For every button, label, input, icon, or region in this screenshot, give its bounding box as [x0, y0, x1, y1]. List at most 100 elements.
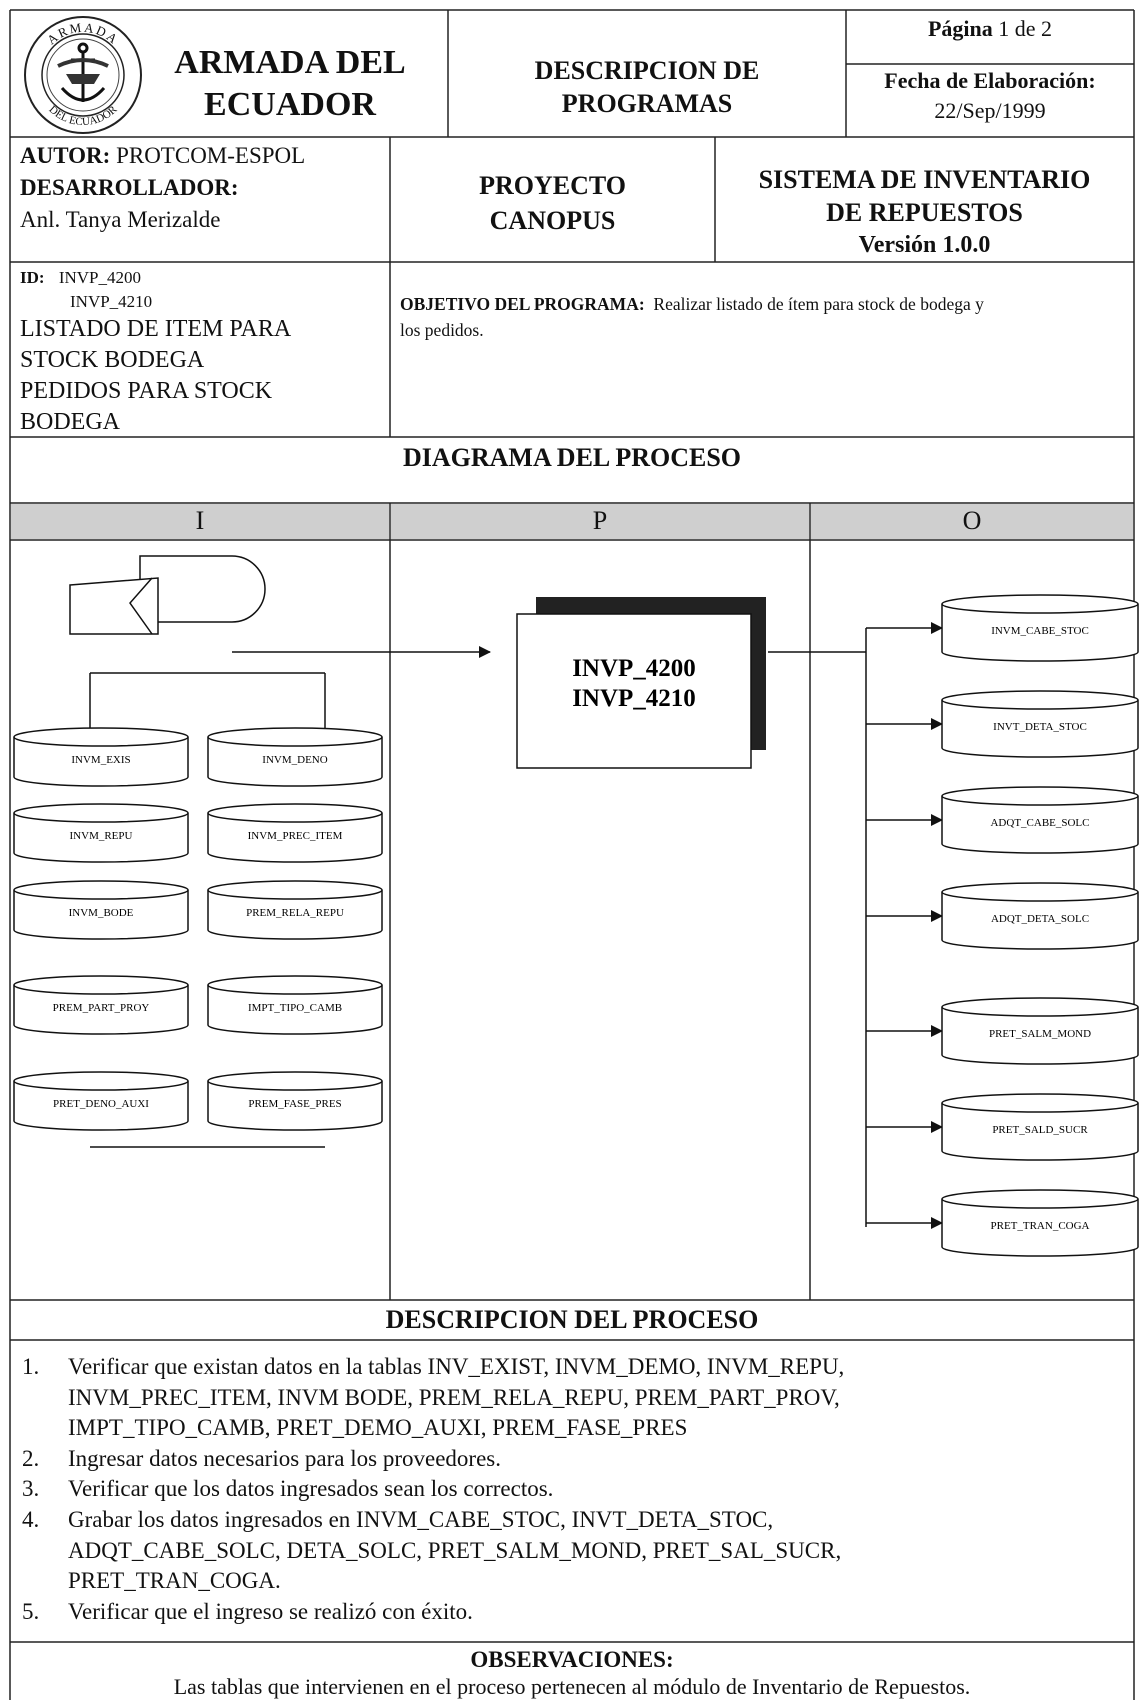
table-impt-tipo-camb-cylinder: IMPT_TIPO_CAMB — [207, 975, 383, 1035]
table-label: INVM_EXIS — [71, 754, 130, 766]
step-1: 1. Verificar que existan datos en la tab… — [0, 1352, 1134, 1444]
table-label: INVM_REPU — [70, 830, 133, 842]
table-label: PREM_RELA_REPU — [246, 907, 344, 919]
system-line-1: SISTEMA DE INVENTARIO — [758, 165, 1091, 194]
table-pret-sald-sucr-cylinder: PRET_SALD_SUCR — [941, 1093, 1139, 1161]
table-label: PREM_PART_PROY — [53, 1002, 150, 1014]
objective-label: OBJETIVO DEL PROGRAMA: — [400, 294, 645, 314]
table-invm-exis-cylinder: INVM_EXIS — [13, 727, 189, 787]
step-1-line-3: IMPT_TIPO_CAMB, PRET_DEMO_AUXI, PREM_FAS… — [68, 1415, 688, 1440]
table-label: PRET_TRAN_COGA — [990, 1220, 1089, 1232]
table-label: ADQT_CABE_SOLC — [990, 817, 1089, 829]
date-label: Fecha de Elaboración: — [884, 68, 1096, 93]
table-label: PRET_DENO_AUXI — [53, 1098, 149, 1110]
program-title: LISTADO DE ITEM PARA STOCK BODEGA PEDIDO… — [20, 314, 385, 438]
table-invm-bode-cylinder: INVM_BODE — [13, 880, 189, 940]
step-3-number: 3. — [22, 1476, 40, 1501]
organization-name: ARMADA DEL ECUADOR — [150, 42, 430, 126]
table-adqt-cabe-solc-cylinder: ADQT_CABE_SOLC — [941, 786, 1139, 854]
project-line-1: PROYECTO — [479, 171, 626, 200]
program-box-id-1: INVP_4200 — [572, 655, 696, 682]
step-5-number: 5. — [22, 1599, 40, 1624]
step-2-number: 2. — [22, 1446, 40, 1471]
table-label: PRET_SALM_MOND — [989, 1028, 1091, 1040]
table-label: PREM_FASE_PRES — [248, 1098, 341, 1110]
step-4: 4. Grabar los datos ingresados en INVM_C… — [0, 1505, 1134, 1597]
program-id-1: INVP_4200 — [58, 268, 141, 287]
author-label: AUTOR: — [20, 143, 111, 168]
program-title-line-2: STOCK BODEGA — [20, 347, 205, 373]
table-pret-deno-auxi-cylinder: PRET_DENO_AUXI — [13, 1071, 189, 1131]
column-output-header: O — [962, 506, 982, 535]
objective-line-2: los pedidos. — [400, 320, 484, 340]
table-label: INVT_DETA_STOC — [993, 721, 1087, 733]
table-label: INVM_DENO — [262, 754, 327, 766]
id-label: ID: — [20, 268, 45, 287]
description-title: DESCRIPCION DEL PROCESO — [385, 1305, 759, 1334]
document-type: DESCRIPCION DE PROGRAMAS — [448, 54, 846, 120]
step-1-number: 1. — [22, 1354, 40, 1379]
author-block: AUTOR: PROTCOM-ESPOL DESARROLLADOR: Anl.… — [20, 140, 385, 236]
diagram-title: DIAGRAMA DEL PROCESO — [402, 443, 742, 472]
table-pret-salm-mond-cylinder: PRET_SALM_MOND — [941, 997, 1139, 1065]
project-line-2: CANOPUS — [489, 206, 616, 235]
table-prem-part-proy-cylinder: PREM_PART_PROY — [13, 975, 189, 1035]
program-title-line-1: LISTADO DE ITEM PARA — [20, 316, 292, 342]
org-line-1: ARMADA DEL — [174, 44, 406, 81]
program-box-id-2: INVP_4210 — [572, 685, 696, 712]
input-connectors — [89, 646, 491, 1148]
table-prem-fase-pres-cylinder: PREM_FASE_PRES — [207, 1071, 383, 1131]
table-label: INVM_CABE_STOC — [991, 625, 1089, 637]
table-invm-cabe-stoc-cylinder: INVM_CABE_STOC — [941, 594, 1139, 662]
step-2: 2. Ingresar datos necesarios para los pr… — [0, 1444, 1134, 1474]
page-label: Página — [927, 16, 993, 41]
table-prem-rela-repu-cylinder: PREM_RELA_REPU — [207, 880, 383, 940]
output-connectors — [768, 628, 867, 1227]
step-4-line-2: ADQT_CABE_SOLC, DETA_SOLC, PRET_SALM_MON… — [68, 1537, 842, 1563]
step-5-line-1: Verificar que el ingreso se realizó con … — [68, 1599, 473, 1624]
step-1-line-2: INVM_PREC_ITEM, INVM BODE, PREM_RELA_REP… — [68, 1384, 840, 1410]
observations-text: Las tablas que intervienen en el proceso… — [173, 1674, 971, 1699]
program-id-block: ID: INVP_4200 INVP_4210 LISTADO DE ITEM … — [20, 266, 385, 438]
developer-value: Anl. Tanya Merizalde — [20, 207, 221, 232]
step-4-line-1: Grabar los datos ingresados en INVM_CABE… — [68, 1507, 774, 1532]
program-title-line-4: BODEGA — [20, 409, 120, 435]
armada-seal-logo: ARMADA DEL ECUADOR — [24, 16, 142, 134]
system-version: Versión 1.0.0 — [858, 232, 991, 258]
objective-line-1: Realizar listado de ítem para stock de b… — [653, 294, 984, 314]
developer-label: DESARROLLADOR: — [20, 175, 239, 200]
program-id-2: INVP_4210 — [70, 292, 153, 311]
table-label: INVM_PREC_ITEM — [248, 830, 343, 842]
process-steps: 1. Verificar que existan datos en la tab… — [0, 1352, 1134, 1637]
step-2-line-1: Ingresar datos necesarios para los prove… — [68, 1446, 501, 1471]
table-label: PRET_SALD_SUCR — [992, 1124, 1088, 1136]
table-pret-tran-coga-cylinder: PRET_TRAN_COGA — [941, 1189, 1139, 1257]
step-3: 3. Verificar que los datos ingresados se… — [0, 1474, 1134, 1504]
program-objective: OBJETIVO DEL PROGRAMA: Realizar listado … — [400, 291, 1130, 343]
table-adqt-deta-solc-cylinder: ADQT_DETA_SOLC — [941, 882, 1139, 950]
step-5: 5. Verificar que el ingreso se realizó c… — [0, 1597, 1134, 1627]
table-label: ADQT_DETA_SOLC — [991, 913, 1089, 925]
doc-type-line-2: PROGRAMAS — [561, 89, 733, 118]
system-name: SISTEMA DE INVENTARIO DE REPUESTOS Versi… — [715, 163, 1134, 262]
author-value: PROTCOM-ESPOL — [116, 143, 306, 168]
page-number: Página 1 de 2 — [846, 14, 1134, 44]
doc-type-line-1: DESCRIPCION DE — [534, 56, 760, 85]
step-1-line-1: Verificar que existan datos en la tablas… — [68, 1354, 845, 1379]
step-4-line-3: PRET_TRAN_COGA. — [68, 1568, 281, 1593]
org-line-2: ECUADOR — [204, 86, 376, 123]
table-invt-deta-stoc-cylinder: INVT_DETA_STOC — [941, 690, 1139, 758]
system-line-2: DE REPUESTOS — [826, 198, 1023, 227]
observations-title: OBSERVACIONES: — [470, 1647, 674, 1672]
column-process-header: P — [592, 506, 608, 535]
input-device-symbol — [69, 555, 266, 635]
step-4-number: 4. — [22, 1507, 40, 1532]
column-input-header: I — [195, 506, 205, 535]
elaboration-date: Fecha de Elaboración: 22/Sep/1999 — [846, 66, 1134, 126]
table-label: IMPT_TIPO_CAMB — [248, 1002, 342, 1014]
date-value: 22/Sep/1999 — [934, 98, 1046, 123]
step-3-line-1: Verificar que los datos ingresados sean … — [68, 1476, 554, 1501]
table-invm-repu-cylinder: INVM_REPU — [13, 803, 189, 863]
